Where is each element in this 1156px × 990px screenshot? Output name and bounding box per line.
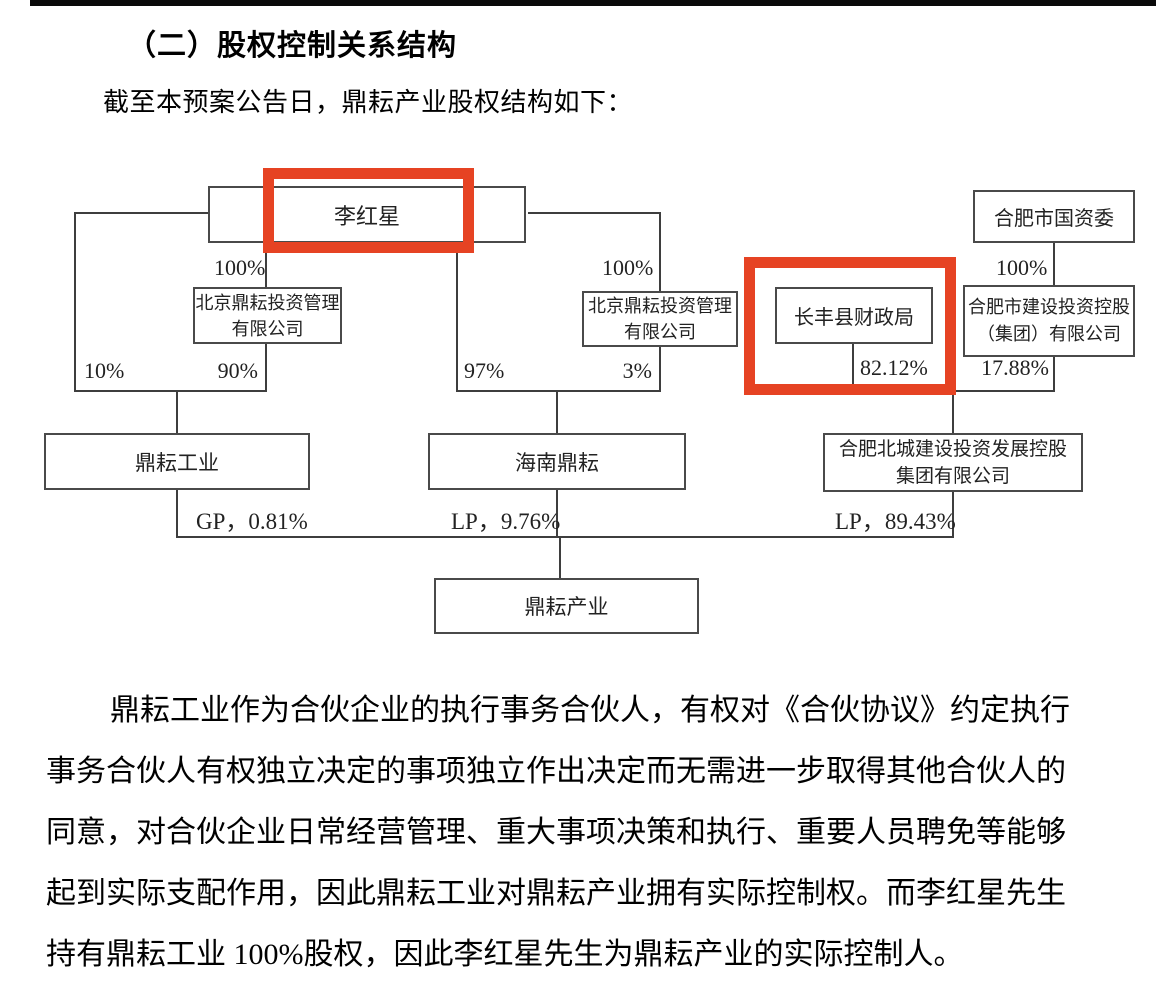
connector-line bbox=[74, 212, 208, 214]
node-label: 合肥市国资委 bbox=[994, 208, 1114, 230]
label-pct-3: 3% bbox=[622, 358, 652, 383]
label-lp-share-hainan: LP，9.76% bbox=[451, 509, 561, 534]
connector-line bbox=[1053, 243, 1055, 286]
paragraph-line: 同意，对合伙企业日常经营管理、重大事项决策和执行、重要人员聘免等能够 bbox=[46, 816, 1066, 849]
connector-line bbox=[265, 343, 267, 391]
connector-line bbox=[176, 390, 178, 433]
label-pct-10: 10% bbox=[84, 358, 125, 383]
node-label: 鼎耘工业 bbox=[135, 450, 219, 475]
node-hainan-dingyun: 海南鼎耘 bbox=[428, 433, 686, 490]
paragraph-line: 起到实际支配作用，因此鼎耘工业对鼎耘产业拥有实际控制权。而李红星先生 bbox=[46, 877, 1066, 910]
node-label: 北京鼎耘投资管理 bbox=[195, 292, 340, 313]
top-border-bar bbox=[30, 0, 1156, 6]
node-dingyun-chanye: 鼎耘产业 bbox=[434, 578, 699, 634]
equity-structure-diagram: 李红星 合肥市国资委 北京鼎耘投资管理 有限公司 北京鼎耘投资管理 有限公司 长… bbox=[44, 168, 1135, 634]
label-pct-90: 90% bbox=[217, 358, 258, 383]
node-dingyun-gongye: 鼎耘工业 bbox=[44, 433, 310, 490]
label-pct-100-mid: 100% bbox=[602, 255, 654, 280]
highlight-box-li-hongxing bbox=[263, 168, 474, 253]
label-pct-97: 97% bbox=[464, 358, 505, 383]
paragraph-line: 持有鼎耘工业 100%股权，因此李红星先生为鼎耘产业的实际控制人。 bbox=[46, 938, 964, 971]
node-hefei-beicheng: 合肥北城建设投资发展控股 集团有限公司 bbox=[823, 433, 1083, 492]
connector-line bbox=[456, 390, 661, 392]
node-label: （集团）有限公司 bbox=[977, 324, 1121, 344]
node-beijing-dingyun-right: 北京鼎耘投资管理 有限公司 bbox=[582, 291, 738, 347]
connector-line bbox=[176, 490, 178, 537]
node-label: 李红星 bbox=[333, 203, 400, 229]
node-hefei-jianshe-touzi: 合肥市建设投资控股 （集团）有限公司 bbox=[963, 285, 1135, 357]
connector-line bbox=[176, 536, 954, 538]
node-label: 北京鼎耘投资管理 bbox=[588, 296, 732, 316]
label-pct-100-right: 100% bbox=[996, 255, 1048, 280]
label-lp-share-beicheng: LP，89.43% bbox=[835, 509, 956, 534]
node-label: 集团有限公司 bbox=[895, 465, 1010, 487]
connector-line bbox=[659, 212, 661, 292]
label-gp-share: GP，0.81% bbox=[196, 509, 308, 534]
node-label: 合肥市建设投资控股 bbox=[968, 297, 1130, 317]
connector-line bbox=[852, 343, 854, 391]
connector-line bbox=[556, 390, 558, 433]
node-beijing-dingyun-left: 北京鼎耘投资管理 有限公司 bbox=[193, 287, 342, 344]
connector-line bbox=[952, 491, 954, 537]
connector-line bbox=[1053, 357, 1055, 391]
node-label: 有限公司 bbox=[231, 318, 304, 339]
connector-line bbox=[265, 243, 267, 287]
connector-line bbox=[74, 212, 76, 392]
node-changfeng-caizhengju: 长丰县财政局 bbox=[775, 287, 933, 344]
node-label: 鼎耘产业 bbox=[524, 595, 609, 619]
connector-line bbox=[952, 390, 954, 433]
node-label: 长丰县财政局 bbox=[794, 307, 914, 329]
connector-line bbox=[556, 490, 558, 537]
connector-line bbox=[456, 243, 458, 391]
connector-line bbox=[559, 536, 561, 579]
node-hefei-guoziwei: 合肥市国资委 bbox=[973, 190, 1135, 243]
label-pct-17-88: 17.88% bbox=[981, 355, 1049, 380]
label-pct-82-12: 82.12% bbox=[860, 355, 928, 380]
paragraph-line: 鼎耘工业作为合伙企业的执行事务合伙人，有权对《合伙协议》约定执行 bbox=[110, 694, 1070, 727]
connector-line bbox=[659, 346, 661, 392]
paragraph-line: 事务合伙人有权独立决定的事项独立作出决定而无需进一步取得其他合伙人的 bbox=[46, 755, 1066, 788]
connector-line bbox=[528, 212, 660, 214]
connector-line bbox=[74, 390, 267, 392]
section-heading: （二）股权控制关系结构 bbox=[127, 30, 458, 62]
label-pct-100-left: 100% bbox=[214, 255, 266, 280]
node-label: 合肥北城建设投资发展控股 bbox=[838, 438, 1067, 460]
intro-text: 截至本预案公告日，鼎耘产业股权结构如下： bbox=[103, 88, 634, 117]
node-label: 有限公司 bbox=[624, 322, 696, 342]
node-label: 海南鼎耘 bbox=[515, 450, 599, 475]
highlight-box-changfeng bbox=[744, 257, 956, 395]
